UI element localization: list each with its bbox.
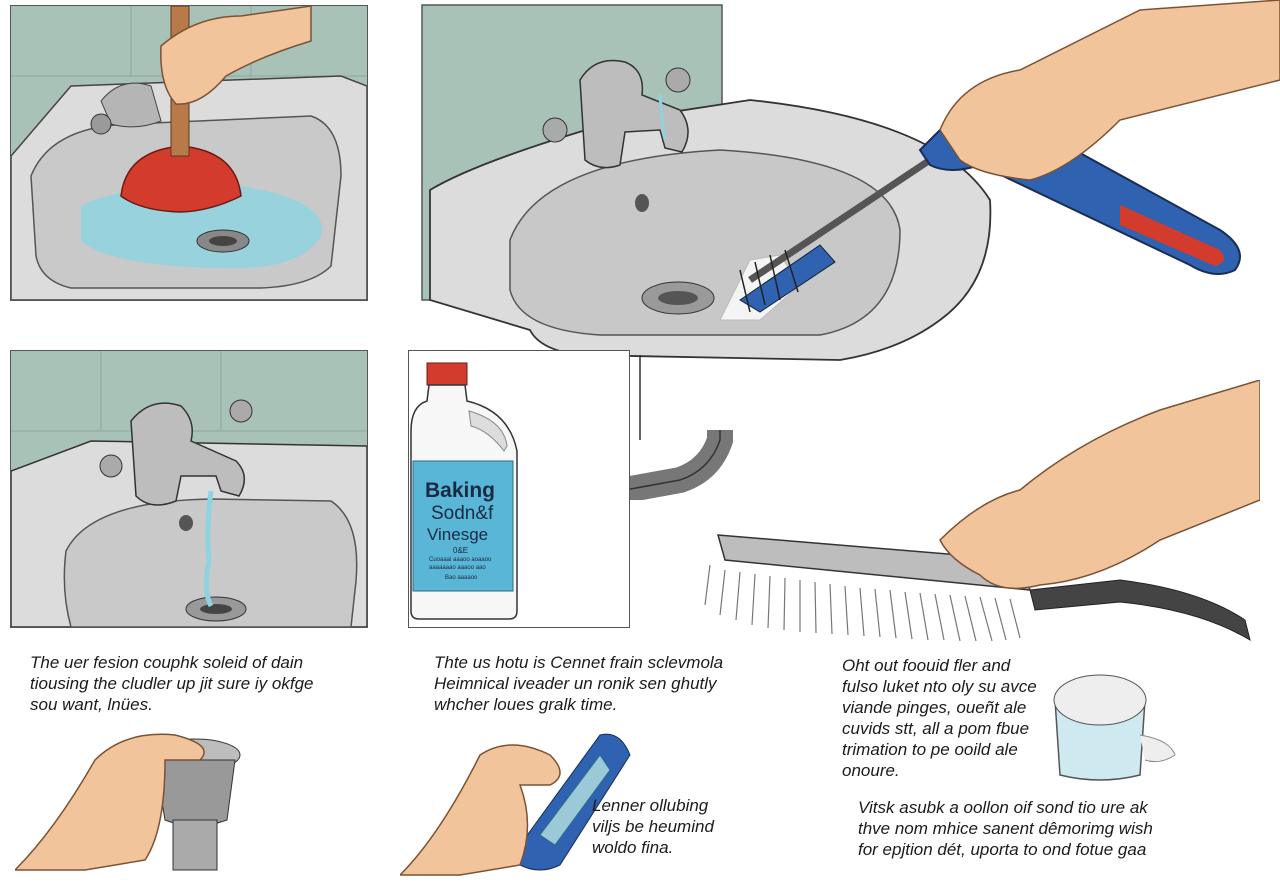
caption-line: woldo fina. <box>592 838 674 857</box>
bottle-illustration <box>410 362 518 620</box>
caption-line: sou want, lnües. <box>30 695 153 714</box>
caption-line: viande pinges, oueñt ale <box>842 698 1027 717</box>
panel-faucet <box>10 350 368 628</box>
caption-line: Lenner ollubing <box>592 796 709 815</box>
caption-line: fulso luket nto oly su avce <box>842 677 1037 696</box>
scrub-brush-illustration <box>700 378 1261 650</box>
drain-stopper-illustration <box>13 720 245 880</box>
caption-line: onoure. <box>842 761 900 780</box>
caption-step-2: Thte us hotu is Cennet frain sclevmola H… <box>434 652 723 715</box>
bottle-small-1: 0&E <box>453 546 469 555</box>
caption-step-1: The uer fesion couphk soleid of dain tio… <box>30 652 314 715</box>
caption-line: whcher loues gralk time. <box>434 695 618 714</box>
caption-line: thve nom mhice sanent dêmorimg wish <box>858 819 1153 838</box>
panel-plunger <box>10 5 368 301</box>
caption-line: tiousing the cludler up jit sure iy okfg… <box>30 674 314 693</box>
bottle-label-line3: Vinesge <box>427 525 489 544</box>
caption-line: cuvids stt, all a pom fbue <box>842 719 1030 738</box>
bottle-small-3: aaaaaaao aaaoo aao <box>429 565 486 571</box>
caption-line: Heimnical iveader un ronik sen ghutly <box>434 674 717 693</box>
plunger-scene <box>11 6 367 300</box>
brush-sink-scene <box>421 0 1280 500</box>
caption-line: trimation to pe ooild ale <box>842 740 1018 759</box>
caption-line: viljs be heumind <box>592 817 714 836</box>
caption-line: Oht out foouid fler and <box>842 656 1011 675</box>
caption-line: Vitsk asubk a oollon oif sond tio ure ak <box>858 798 1148 817</box>
caption-line: The uer fesion couphk soleid of dain <box>30 653 304 672</box>
bottle-small-4: Bao aaaaoo <box>445 575 478 581</box>
bottle-small-2: Cuoaaai aaaoo aoaaoo <box>429 557 492 563</box>
powder-container-illustration <box>1040 660 1180 790</box>
panel-bottle: Baking Sodn&f Vinesge 0&E Cuoaaai aaaoo … <box>408 350 630 628</box>
sponge-illustration <box>398 725 640 880</box>
faucet-scene <box>11 351 367 627</box>
caption-step-3: Oht out foouid fler and fulso luket nto … <box>842 655 1037 781</box>
bottle-label-line2: Sodn&f <box>431 503 494 524</box>
caption-line: for epjtion dét, uporta to ond fotue gaa <box>858 840 1147 859</box>
caption-step-5: Vitsk asubk a oollon oif sond tio ure ak… <box>858 797 1153 860</box>
caption-line: Thte us hotu is Cennet frain sclevmola <box>434 653 724 672</box>
panel-brush-sink <box>420 0 1280 500</box>
bottle-label-line1: Baking <box>425 479 496 502</box>
caption-step-4: Lenner ollubing viljs be heumind woldo f… <box>592 795 714 858</box>
